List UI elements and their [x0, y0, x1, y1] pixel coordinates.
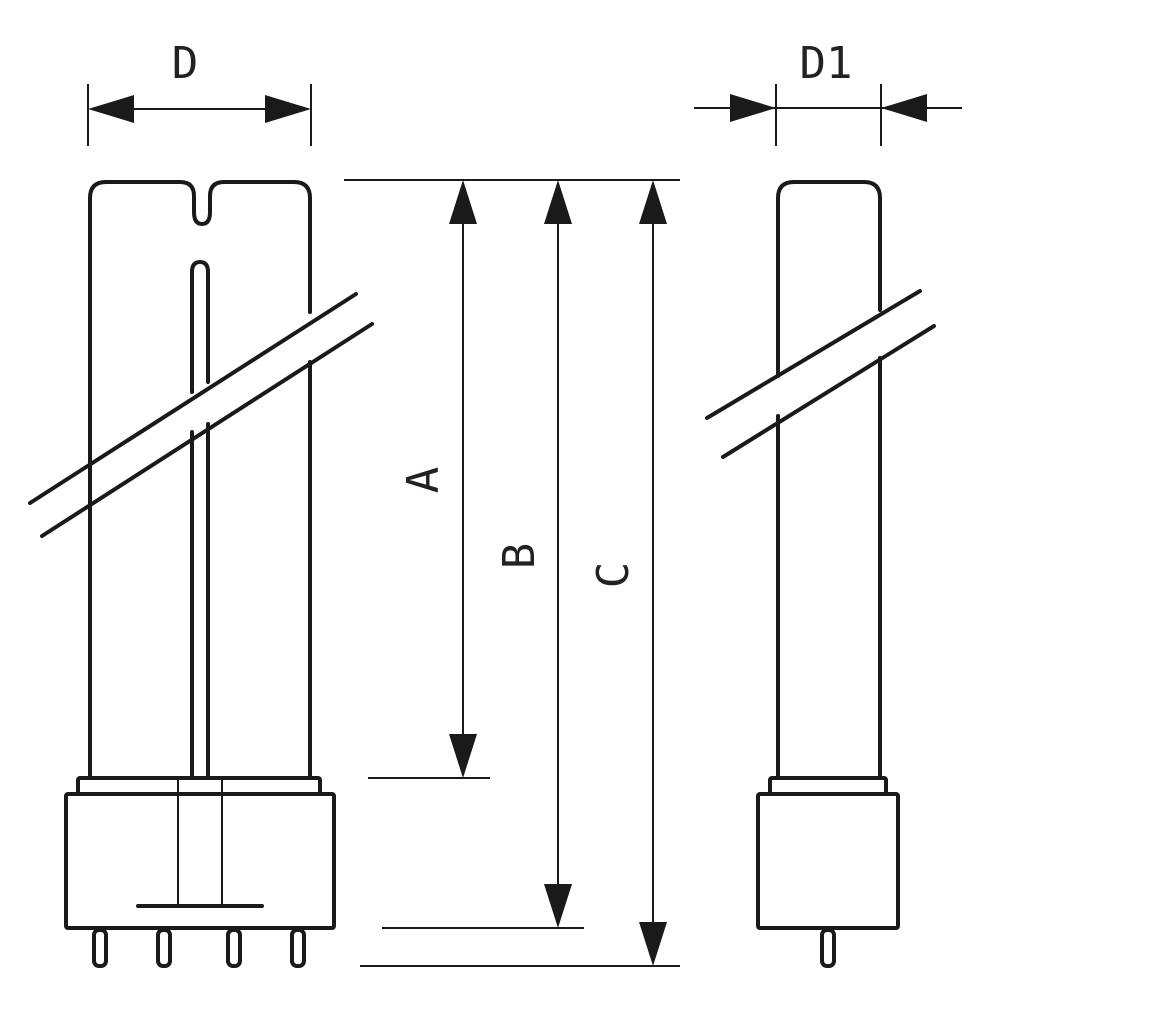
b-label: B — [494, 543, 545, 570]
side-base-collar — [768, 776, 888, 796]
dimension-d1: D1 — [694, 38, 962, 146]
reference-lines — [344, 179, 680, 967]
d-label: D — [172, 38, 199, 89]
side-base-body — [756, 792, 900, 930]
c-arrow-top — [639, 180, 667, 224]
lamp-side-view — [705, 180, 936, 968]
front-break-line-upper — [28, 292, 358, 505]
a-label: A — [398, 467, 449, 494]
front-tube-top-outline — [88, 180, 312, 496]
front-divider-upper — [190, 260, 210, 394]
dimension-a: A — [398, 180, 477, 778]
d1-label: D1 — [800, 38, 853, 89]
d-arrow-right — [265, 95, 311, 123]
dimension-b: B — [494, 180, 572, 928]
front-break-line-lower — [40, 322, 374, 538]
side-break-line-upper — [705, 289, 922, 420]
d1-arrow-right — [881, 94, 927, 122]
lamp-front-view — [28, 180, 374, 968]
d1-arrow-left — [730, 94, 776, 122]
side-break-line-lower — [721, 324, 936, 459]
b-arrow-top — [544, 180, 572, 224]
front-pin-3 — [226, 928, 242, 968]
front-pin-2 — [156, 928, 172, 968]
front-divider-lower — [190, 422, 210, 780]
side-tube-top-outline — [776, 180, 882, 378]
c-arrow-bottom — [639, 922, 667, 966]
a-arrow-bottom — [449, 734, 477, 778]
dimension-d: D — [87, 38, 312, 146]
side-pin — [820, 928, 836, 968]
front-pin-4 — [290, 928, 306, 968]
dimension-c: C — [588, 180, 667, 966]
d-arrow-left — [88, 95, 134, 123]
front-base-body — [64, 792, 336, 930]
front-pin-1 — [92, 928, 108, 968]
b-arrow-bottom — [544, 884, 572, 928]
front-base-collar — [76, 776, 322, 796]
c-label: C — [588, 562, 639, 589]
a-arrow-top — [449, 180, 477, 224]
